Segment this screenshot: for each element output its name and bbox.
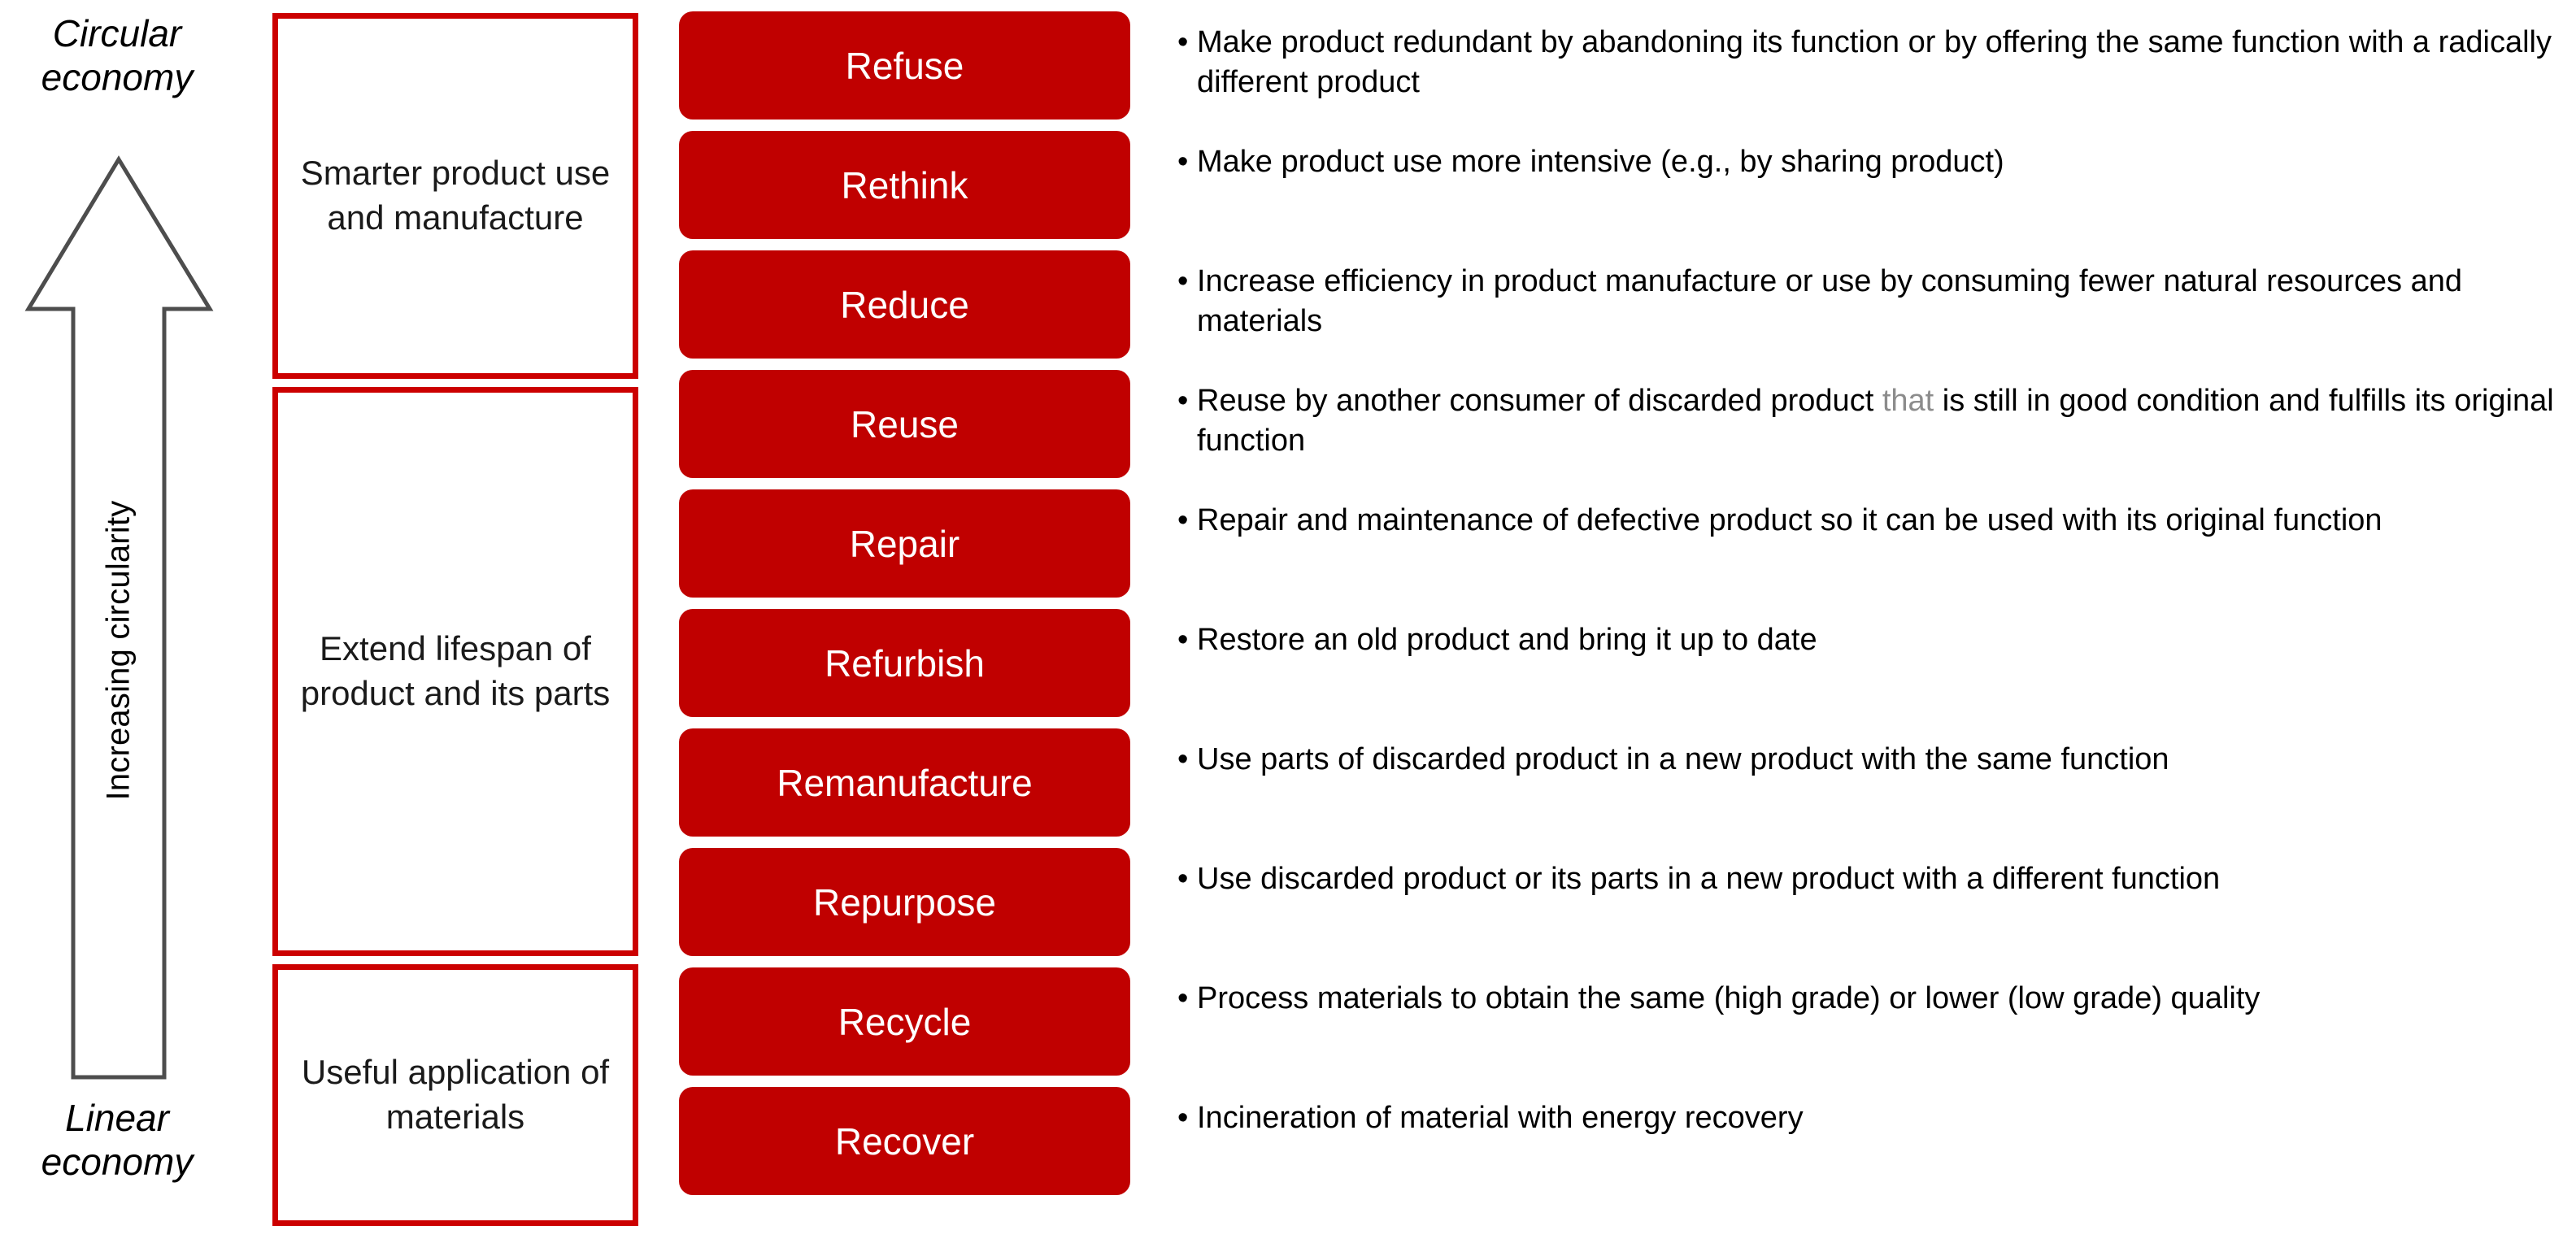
- bullet-icon: •: [1177, 1101, 1189, 1135]
- description-fragment: Make product use more intensive (e.g., b…: [1197, 145, 2004, 179]
- description-item-repair: •Repair and maintenance of defective pro…: [1177, 489, 2560, 609]
- category-box-useful-application: Useful application of materials: [272, 964, 638, 1226]
- description-text: Process materials to obtain the same (hi…: [1197, 979, 2560, 1019]
- description-text: Repair and maintenance of defective prod…: [1197, 501, 2560, 541]
- description-fragment: Use parts of discarded product in a new …: [1197, 742, 2169, 776]
- description-muted-fragment: that: [1882, 384, 1934, 418]
- description-text: Incineration of material with energy rec…: [1197, 1098, 2560, 1138]
- description-list: •Make product redundant by abandoning it…: [1177, 11, 2560, 1206]
- bullet-icon: •: [1177, 862, 1189, 896]
- description-item-repurpose: •Use discarded product or its parts in a…: [1177, 848, 2560, 967]
- description-fragment: Process materials to obtain the same (hi…: [1197, 981, 2261, 1015]
- strategy-button-repair[interactable]: Repair: [679, 489, 1130, 598]
- description-text: Use parts of discarded product in a new …: [1197, 740, 2560, 780]
- description-text: Reuse by another consumer of discarded p…: [1197, 381, 2560, 462]
- description-text: Use discarded product or its parts in a …: [1197, 859, 2560, 899]
- category-box-smarter-product-use: Smarter product use and manufacture: [272, 13, 638, 379]
- description-fragment: Make product redundant by abandoning its…: [1197, 25, 2552, 100]
- bullet-icon: •: [1177, 384, 1189, 418]
- bullet-icon: •: [1177, 623, 1189, 657]
- bullet-icon: •: [1177, 25, 1189, 59]
- description-fragment: Repair and maintenance of defective prod…: [1197, 503, 2382, 537]
- description-fragment: Incineration of material with energy rec…: [1197, 1101, 1804, 1135]
- description-item-refuse: •Make product redundant by abandoning it…: [1177, 11, 2560, 131]
- description-item-reduce: •Increase efficiency in product manufact…: [1177, 250, 2560, 370]
- strategy-button-rethink[interactable]: Rethink: [679, 131, 1130, 239]
- description-item-reuse: •Reuse by another consumer of discarded …: [1177, 370, 2560, 489]
- description-item-rethink: •Make product use more intensive (e.g., …: [1177, 131, 2560, 250]
- description-item-recover: •Incineration of material with energy re…: [1177, 1087, 2560, 1206]
- description-item-recycle: •Process materials to obtain the same (h…: [1177, 967, 2560, 1087]
- increasing-circularity-label: Increasing circularity: [100, 500, 137, 801]
- description-text: Increase efficiency in product manufactu…: [1197, 262, 2560, 342]
- bullet-icon: •: [1177, 145, 1189, 179]
- description-fragment: is still in good condition and fulfills …: [1197, 384, 2554, 459]
- strategy-button-reduce[interactable]: Reduce: [679, 250, 1130, 359]
- strategy-button-refurbish[interactable]: Refurbish: [679, 609, 1130, 717]
- bullet-icon: •: [1177, 264, 1189, 298]
- upward-arrow-icon: [24, 155, 214, 1080]
- strategy-button-refuse[interactable]: Refuse: [679, 11, 1130, 120]
- description-text: Restore an old product and bring it up t…: [1197, 620, 2560, 660]
- bullet-icon: •: [1177, 503, 1189, 537]
- category-box-extend-lifespan: Extend lifespan of product and its parts: [272, 387, 638, 956]
- description-item-refurbish: •Restore an old product and bring it up …: [1177, 609, 2560, 728]
- strategy-button-repurpose[interactable]: Repurpose: [679, 848, 1130, 956]
- strategy-button-recycle[interactable]: Recycle: [679, 967, 1130, 1076]
- description-item-remanufacture: •Use parts of discarded product in a new…: [1177, 728, 2560, 848]
- strategy-button-reuse[interactable]: Reuse: [679, 370, 1130, 478]
- description-fragment: Use discarded product or its parts in a …: [1197, 862, 2221, 896]
- strategy-button-remanufacture[interactable]: Remanufacture: [679, 728, 1130, 837]
- description-text: Make product use more intensive (e.g., b…: [1197, 142, 2560, 182]
- category-group: Smarter product use and manufacture Exte…: [272, 0, 638, 1239]
- description-fragment: Restore an old product and bring it up t…: [1197, 623, 1817, 657]
- description-fragment: Reuse by another consumer of discarded p…: [1197, 384, 1882, 418]
- bullet-icon: •: [1177, 981, 1189, 1015]
- strategy-button-recover[interactable]: Recover: [679, 1087, 1130, 1195]
- bullet-icon: •: [1177, 742, 1189, 776]
- description-text: Make product redundant by abandoning its…: [1197, 23, 2560, 103]
- description-fragment: Increase efficiency in product manufactu…: [1197, 264, 2463, 339]
